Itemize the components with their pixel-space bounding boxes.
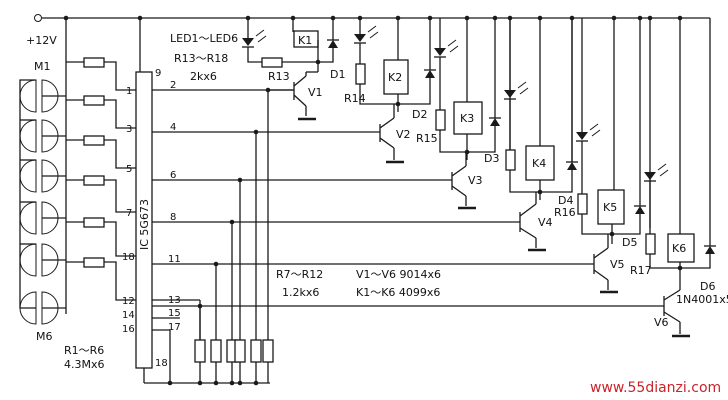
pin-3: 3 [126, 124, 132, 135]
relay-label-k1: K1 [298, 34, 312, 47]
legend-r-collector: R13～R18 [174, 52, 228, 65]
transistor-label-v2: V2 [396, 128, 411, 141]
pin-7: 7 [126, 208, 132, 219]
legend-r-base: R7～R12 [276, 268, 323, 281]
relay-label-k2: K2 [388, 71, 402, 84]
transistor-label-v1: V1 [308, 86, 323, 99]
legend-led: LED1～LED6 [170, 32, 238, 45]
legend-r-collector-val: 2kx6 [190, 70, 217, 83]
driver-stage-2 [354, 18, 436, 164]
diode-label-d2: D2 [412, 108, 427, 121]
relay-label-k5: K5 [603, 201, 617, 214]
driver-stage-6 [644, 163, 716, 338]
legend-relays: K1～K6 4099x6 [356, 286, 440, 299]
relay-label-k3: K3 [460, 112, 474, 125]
legend-r-base-val: 1.2kx6 [282, 286, 319, 299]
pin-8: 8 [170, 212, 176, 223]
supply-label: +12V [26, 34, 57, 47]
diode-label-d1: D1 [330, 68, 345, 81]
driver-stage-4 [504, 18, 578, 252]
driver-stage-5 [576, 18, 646, 294]
diode-label-d5: D5 [622, 236, 637, 249]
pin-6: 6 [170, 170, 176, 181]
resistor-label-r17: R17 [630, 264, 652, 277]
pin-16: 16 [122, 324, 135, 335]
diode-label-d6: D6 [700, 280, 715, 293]
legend-transistors: V1～V6 9014x6 [356, 268, 441, 281]
transistor-label-v3: V3 [468, 174, 483, 187]
ic-label: IC 5G673 [138, 199, 151, 250]
resistor-label-r15: R15 [416, 132, 438, 145]
pin-9: 9 [155, 68, 161, 79]
relay-label-k4: K4 [532, 157, 546, 170]
resistor-label-r16: R16 [554, 206, 576, 219]
diode-part-label: 1N4001x5 [676, 293, 728, 306]
pin-2: 2 [170, 80, 176, 91]
transistor-label-v5: V5 [610, 258, 625, 271]
ic-chip [135, 18, 664, 383]
transistor-label-v4: V4 [538, 216, 553, 229]
pin-18a: 18 [122, 252, 135, 263]
pin-1: 1 [126, 86, 132, 97]
relay-label-k6: K6 [672, 242, 686, 255]
pin-17: 17 [168, 322, 181, 333]
driver-stage-1 [242, 18, 339, 121]
sensor-column [19, 18, 136, 325]
pin-18b: 18 [155, 358, 168, 369]
pin-14: 14 [122, 310, 135, 321]
resistor-label-r13: R13 [268, 70, 290, 83]
pin-13: 13 [168, 295, 181, 306]
pin-4: 4 [170, 122, 176, 133]
base-resistor-bank [144, 87, 274, 386]
sensor-label-m1: M1 [34, 60, 51, 73]
pin-5: 5 [126, 164, 132, 175]
watermark: www.55dianzi.com [590, 380, 721, 396]
transistor-label-v6: V6 [654, 316, 669, 329]
legend-r-input-val: 4.3Mx6 [64, 358, 105, 371]
resistor-label-r14: R14 [344, 92, 366, 105]
pin-11: 11 [168, 254, 181, 265]
driver-stage-3 [434, 18, 501, 210]
diode-label-d4: D4 [558, 194, 573, 207]
diode-label-d3: D3 [484, 152, 499, 165]
sensor-label-m6: M6 [36, 330, 53, 343]
legend-r-input: R1～R6 [64, 344, 104, 357]
pin-15: 15 [168, 308, 181, 319]
pin-12: 12 [122, 296, 135, 307]
